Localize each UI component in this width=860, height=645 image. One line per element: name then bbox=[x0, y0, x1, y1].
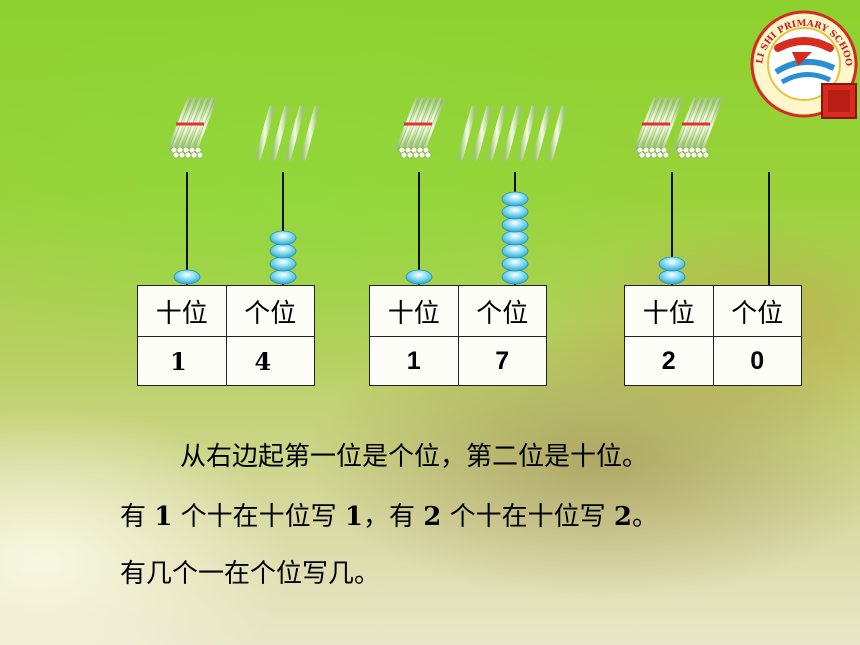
counting-stick bbox=[457, 105, 477, 161]
stick-bundle bbox=[167, 97, 217, 159]
stick-bundle bbox=[395, 97, 445, 159]
bead bbox=[501, 243, 529, 259]
ones-header: 个位 bbox=[712, 285, 802, 337]
bead bbox=[501, 230, 529, 246]
stick-bundle bbox=[673, 97, 723, 159]
counting-stick bbox=[472, 105, 492, 161]
bead bbox=[269, 230, 297, 246]
ones-header: 个位 bbox=[225, 285, 315, 337]
bead bbox=[501, 217, 529, 233]
tens-value: 1 bbox=[369, 336, 459, 386]
tens-value: 1 bbox=[137, 336, 227, 386]
school-logo: LI SHI PRIMARY SCHOOL bbox=[748, 4, 858, 119]
tens-header: 十位 bbox=[369, 285, 459, 337]
counting-stick bbox=[517, 105, 537, 161]
place-value-table-2: 十位 个位 1 7 bbox=[369, 285, 547, 386]
counting-stick bbox=[255, 105, 275, 161]
bead bbox=[501, 191, 529, 207]
abacus-beads bbox=[173, 191, 686, 285]
tens-header: 十位 bbox=[624, 285, 714, 337]
counting-stick bbox=[502, 105, 522, 161]
bead bbox=[658, 269, 686, 285]
bead bbox=[269, 243, 297, 259]
bead bbox=[501, 256, 529, 272]
bead bbox=[269, 256, 297, 272]
counting-stick bbox=[300, 105, 320, 161]
tens-value: 2 bbox=[624, 336, 714, 386]
ones-value: 0 bbox=[712, 336, 802, 386]
bead bbox=[501, 204, 529, 220]
bead bbox=[658, 256, 686, 272]
place-value-table-1: 十位 个位 1 4 bbox=[137, 285, 315, 386]
ones-value: 4 bbox=[225, 336, 315, 386]
rule-text-2: 有 1 个十在十位写 1，有 2 个十在十位写 2。 bbox=[120, 502, 658, 532]
counting-stick bbox=[547, 105, 567, 161]
counting-stick bbox=[270, 105, 290, 161]
rule-text-3: 有几个一在个位写几。 bbox=[120, 559, 381, 589]
place-value-table-3: 十位 个位 2 0 bbox=[624, 285, 802, 386]
bead bbox=[405, 269, 433, 285]
counting-stick bbox=[487, 105, 507, 161]
ones-header: 个位 bbox=[457, 285, 547, 337]
rule-text-1: 从右边起第一位是个位，第二位是十位。 bbox=[180, 442, 649, 472]
abacus-rods bbox=[186, 172, 770, 285]
counting-sticks bbox=[167, 97, 723, 161]
tens-header: 十位 bbox=[137, 285, 227, 337]
counting-stick bbox=[532, 105, 552, 161]
stick-bundle bbox=[633, 97, 683, 159]
bead bbox=[501, 269, 529, 285]
bead bbox=[173, 269, 201, 285]
ones-value: 7 bbox=[457, 336, 547, 386]
counting-stick bbox=[285, 105, 305, 161]
bead bbox=[269, 269, 297, 285]
